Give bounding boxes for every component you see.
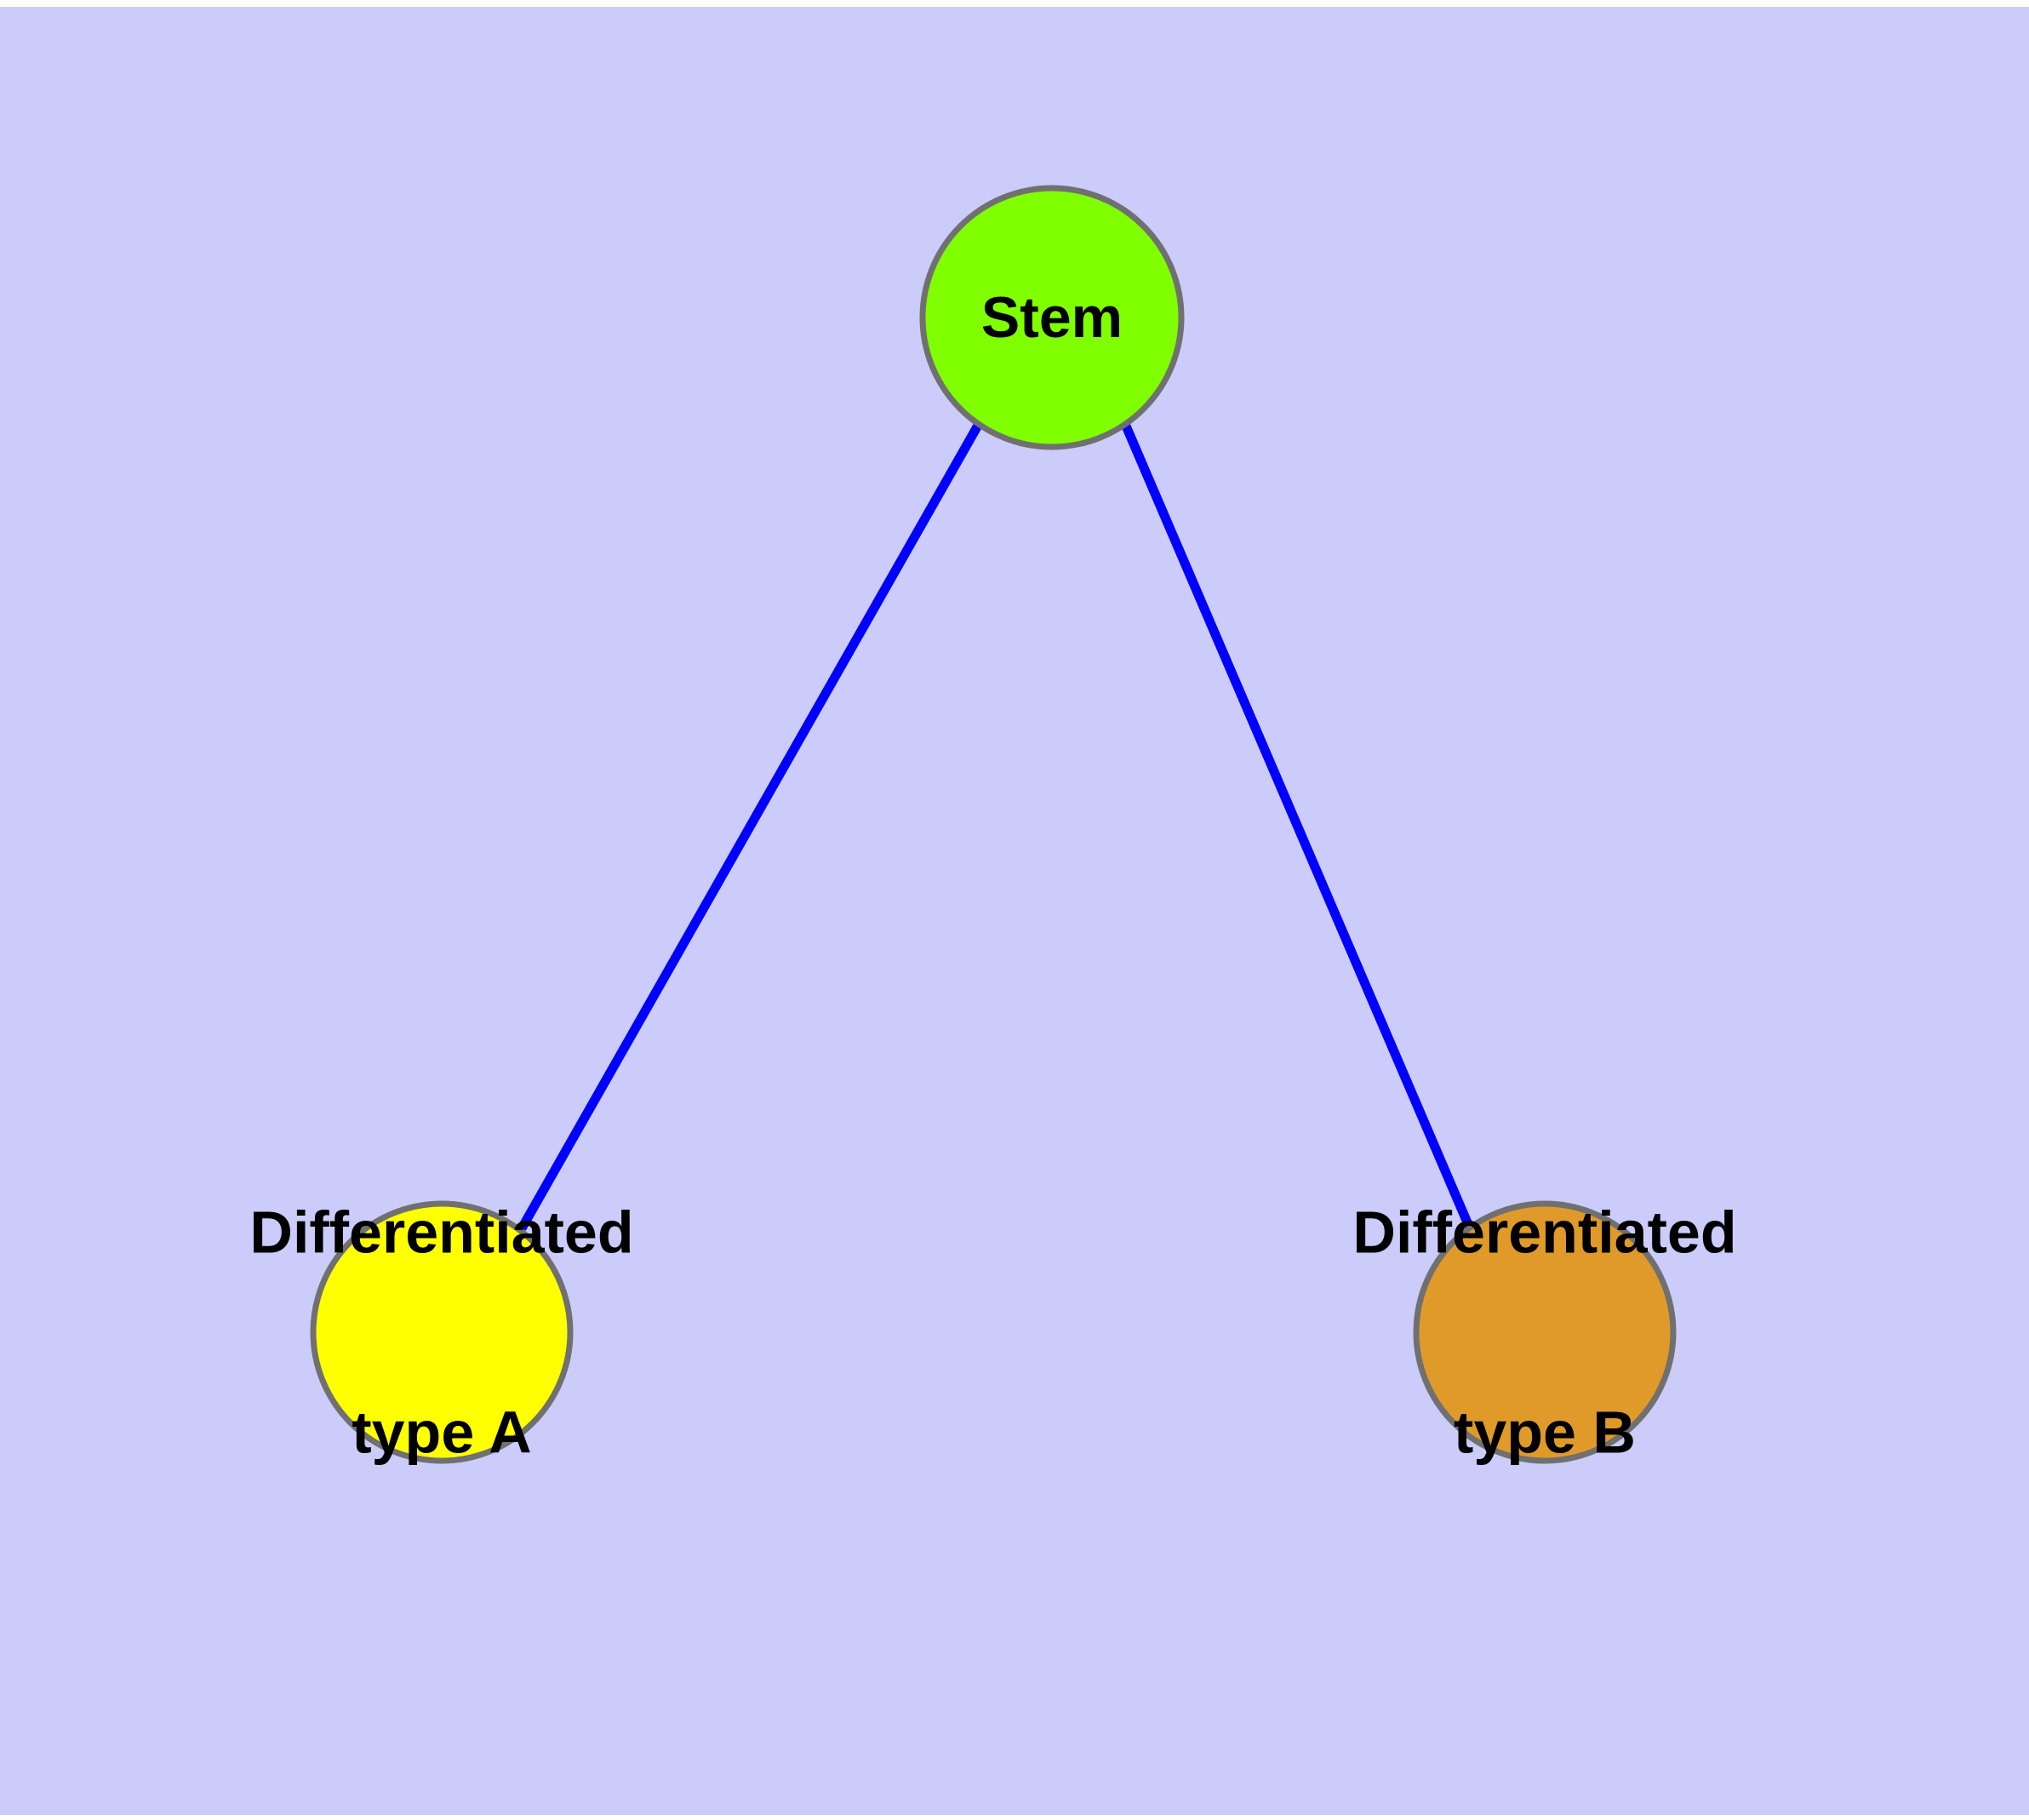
graph-svg: [310, 185, 1677, 1464]
edge-layer: [517, 421, 1475, 1231]
edge-stem-to-diff-a[interactable]: [517, 421, 983, 1231]
node-stem-circle[interactable]: [919, 185, 1185, 450]
edge-stem-to-diff-b[interactable]: [1120, 421, 1475, 1231]
graph-canvas: Stem Differentiated type A Differentiate…: [0, 7, 2029, 1815]
node-diff-a-circle[interactable]: [310, 1200, 574, 1464]
node-diff-b-circle[interactable]: [1413, 1200, 1677, 1464]
node-layer: [310, 185, 1677, 1464]
